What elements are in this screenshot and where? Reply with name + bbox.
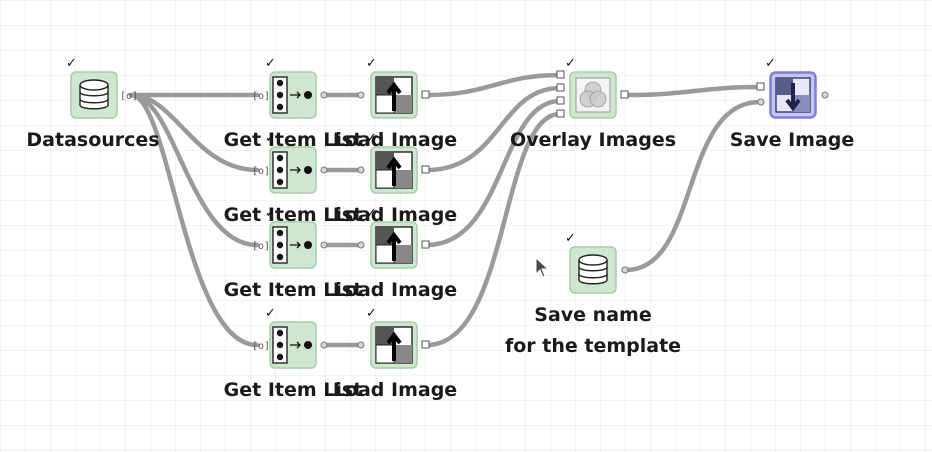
port-overlay-input-3 [556,96,565,105]
port-get-item-4-output [320,341,328,349]
list-pick-icon [269,71,317,119]
node-load-image-1[interactable]: ✓ [366,57,418,119]
node-get-item-list-2-label: Get Item List [223,204,363,226]
node-save-name[interactable]: ✓ [565,232,617,294]
port-get-item-1-input: [o] [252,91,270,102]
node-datasources-label: Datasources [26,129,160,151]
port-overlay-input-1 [556,70,565,79]
port-get-item-3-output [320,241,328,249]
node-load-image-2[interactable]: ✓ [366,132,418,194]
port-load-image-4-output [421,340,430,349]
wire-overlay-save-image [623,84,763,98]
node-datasources[interactable]: ✓ [66,57,118,119]
port-load-image-2-output [421,165,430,174]
wire-load-image-overlay-4 [424,111,563,348]
node-save-image-label: Save Image [729,129,855,151]
list-pick-icon [269,146,317,194]
wire-load-image-overlay-3 [424,98,563,248]
status-check-icon: ✓ [265,56,276,71]
status-check-icon: ✓ [366,206,377,221]
port-load-image-2-input [357,166,365,174]
wire-save-name-save-image [623,99,763,273]
node-get-item-list-2[interactable]: ✓ [265,132,317,194]
port-get-item-1-output [320,91,328,99]
node-get-item-list-3[interactable]: ✓ [265,207,317,269]
wire-datasources-get-item-4 [128,92,260,348]
port-save-image-input [756,82,765,91]
port-load-image-1-input [357,91,365,99]
status-check-icon: ✓ [565,231,576,246]
node-save-name-label: Save name for the template [500,300,686,362]
node-get-item-list-4-label: Get Item List [223,379,363,401]
node-load-image-2-label: Load Image [332,204,458,226]
node-load-image-4-label: Load Image [332,379,458,401]
load-image-arrow-icon [370,146,418,194]
wire-load-image-overlay-2 [424,85,563,173]
port-datasources-output: [o] [120,91,138,102]
port-overlay-input-2 [556,83,565,92]
load-image-arrow-icon [370,71,418,119]
port-get-item-4-input: [o] [252,341,270,352]
port-save-name-output [621,266,629,274]
save-image-arrow-icon [769,71,817,119]
node-save-name-label-line1: Save name [534,304,652,326]
node-load-image-3[interactable]: ✓ [366,207,418,269]
wire-datasources-get-item-2 [128,92,260,173]
port-load-image-3-output [421,240,430,249]
connection-wires [128,72,763,348]
status-check-icon: ✓ [265,306,276,321]
port-load-image-3-input [357,241,365,249]
port-overlay-output [620,90,629,99]
status-check-icon: ✓ [765,56,776,71]
node-get-item-list-3-label: Get Item List [223,279,363,301]
port-get-item-2-input: [o] [252,166,270,177]
mouse-cursor-icon [535,257,550,278]
wire-load-image-overlay-1 [424,72,563,98]
node-overlay-images[interactable]: ✓ [565,57,617,119]
status-check-icon: ✓ [366,56,377,71]
node-load-image-1-label: Load Image [332,129,458,151]
status-check-icon: ✓ [366,131,377,146]
port-get-item-2-output [320,166,328,174]
node-load-image-4[interactable]: ✓ [366,307,418,369]
status-check-icon: ✓ [66,56,77,71]
load-image-arrow-icon [370,321,418,369]
status-check-icon: ✓ [565,56,576,71]
port-load-image-4-input [357,341,365,349]
node-get-item-list-1-label: Get Item List [223,129,363,151]
ports: [o] [o] [o] [o] [o] [120,70,829,352]
node-get-item-list-1[interactable]: ✓ [265,57,317,119]
list-pick-icon [269,221,317,269]
status-check-icon: ✓ [265,131,276,146]
overlay-circles-icon [569,71,617,119]
status-check-icon: ✓ [366,306,377,321]
port-save-image-name-input [757,98,765,106]
port-get-item-3-input: [o] [252,241,270,252]
database-icon [569,246,617,294]
port-overlay-input-4 [556,109,565,118]
node-get-item-list-4[interactable]: ✓ [265,307,317,369]
status-check-icon: ✓ [265,206,276,221]
database-icon [70,71,118,119]
port-load-image-1-output [421,90,430,99]
load-image-arrow-icon [370,221,418,269]
list-pick-icon [269,321,317,369]
wire-datasources-get-item-3 [128,92,260,248]
node-save-image[interactable]: ✓ [765,57,817,119]
port-save-image-output [821,91,829,99]
node-save-name-label-line2: for the template [504,335,682,357]
node-load-image-3-label: Load Image [332,279,458,301]
node-overlay-images-label: Overlay Images [509,129,677,151]
